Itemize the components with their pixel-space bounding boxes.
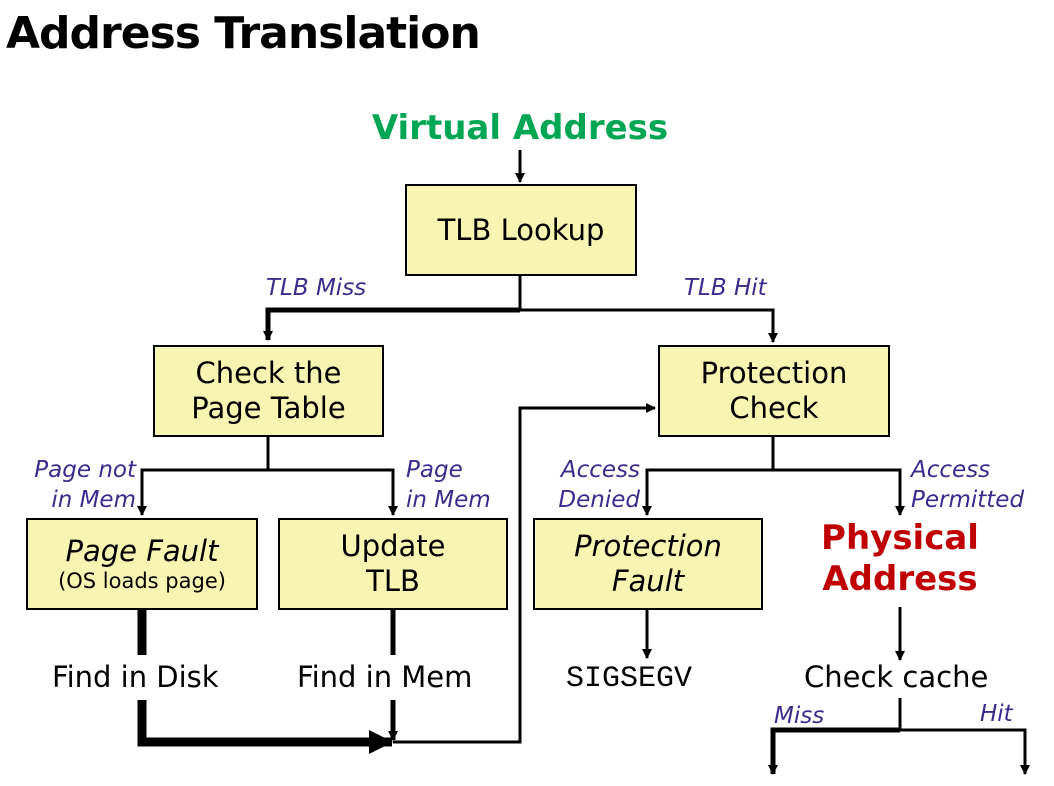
arrow-page-in-mem (268, 468, 398, 516)
arrow-page-not-in-mem (137, 468, 268, 516)
page-title: Address Translation (6, 8, 481, 59)
edge-label-cache-miss: Miss (774, 703, 825, 729)
arrow-access-permitted (773, 468, 905, 516)
sigsegv-label: SIGSEGV (566, 662, 693, 696)
arrow-cache-hit (900, 728, 1030, 775)
update-tlb-box: Update TLB (278, 518, 508, 610)
page-fault-label: Page Fault (65, 534, 219, 568)
edge-label-access-permitted-line1: Access (911, 457, 991, 483)
arrow-tlb-miss (263, 307, 520, 341)
protection-check-line2: Check (729, 391, 819, 425)
arrow-tlb-hit (520, 308, 778, 343)
protection-fault-box: Protection Fault (533, 518, 763, 610)
arrow-retry-to-protection (393, 403, 656, 744)
edge-label-page-not-in-mem: Page not in Mem (22, 456, 136, 516)
page-fault-box: Page Fault (OS loads page) (26, 518, 258, 610)
edge-label-page-in-mem: Page in Mem (406, 456, 491, 516)
edge-label-access-denied-line2: Denied (558, 486, 640, 513)
edge-label-tlb-hit: TLB Hit (684, 275, 767, 301)
protection-check-box: Protection Check (658, 345, 890, 437)
arrow-access-denied (642, 468, 773, 516)
check-page-table-line1: Check the (195, 356, 342, 391)
arrow-disk-to-merge (137, 700, 393, 754)
page-fault-sublabel: (OS loads page) (58, 568, 226, 593)
protection-fault-line1: Protection (574, 529, 722, 564)
edge-label-access-permitted-line2: Permitted (911, 486, 1025, 513)
check-page-table-box: Check the Page Table (153, 345, 384, 437)
edge-label-page-not-in-mem-line2: in Mem (51, 486, 136, 513)
find-in-disk-label: Find in Disk (52, 660, 219, 694)
edge-label-page-not-in-mem-line1: Page not (34, 457, 136, 483)
physical-address-line1: Physical (821, 518, 979, 558)
edge-label-page-in-mem-line1: Page (406, 457, 463, 483)
tlb-lookup-box: TLB Lookup (405, 184, 637, 276)
update-tlb-line1: Update (340, 529, 446, 564)
find-in-mem-label: Find in Mem (297, 660, 473, 694)
virtual-address-label: Virtual Address (371, 108, 669, 148)
edge-label-tlb-miss: TLB Miss (266, 275, 367, 301)
edge-label-access-denied-line1: Access (560, 457, 640, 483)
protection-check-line1: Protection (700, 356, 848, 391)
physical-address-line2: Address (822, 559, 978, 600)
edge-label-access-denied: Access Denied (540, 456, 640, 516)
protection-fault-line2: Fault (611, 564, 685, 598)
edge-label-cache-hit: Hit (980, 701, 1013, 727)
update-tlb-line2: TLB (366, 564, 420, 598)
physical-address-label: Physical Address (800, 518, 1000, 601)
tlb-lookup-label: TLB Lookup (437, 212, 605, 247)
check-page-table-line2: Page Table (191, 391, 346, 425)
arrow-cache-miss (768, 727, 900, 775)
check-cache-label: Check cache (804, 660, 989, 694)
edge-label-access-permitted: Access Permitted (911, 456, 1024, 516)
edge-label-page-in-mem-line2: in Mem (406, 486, 491, 513)
